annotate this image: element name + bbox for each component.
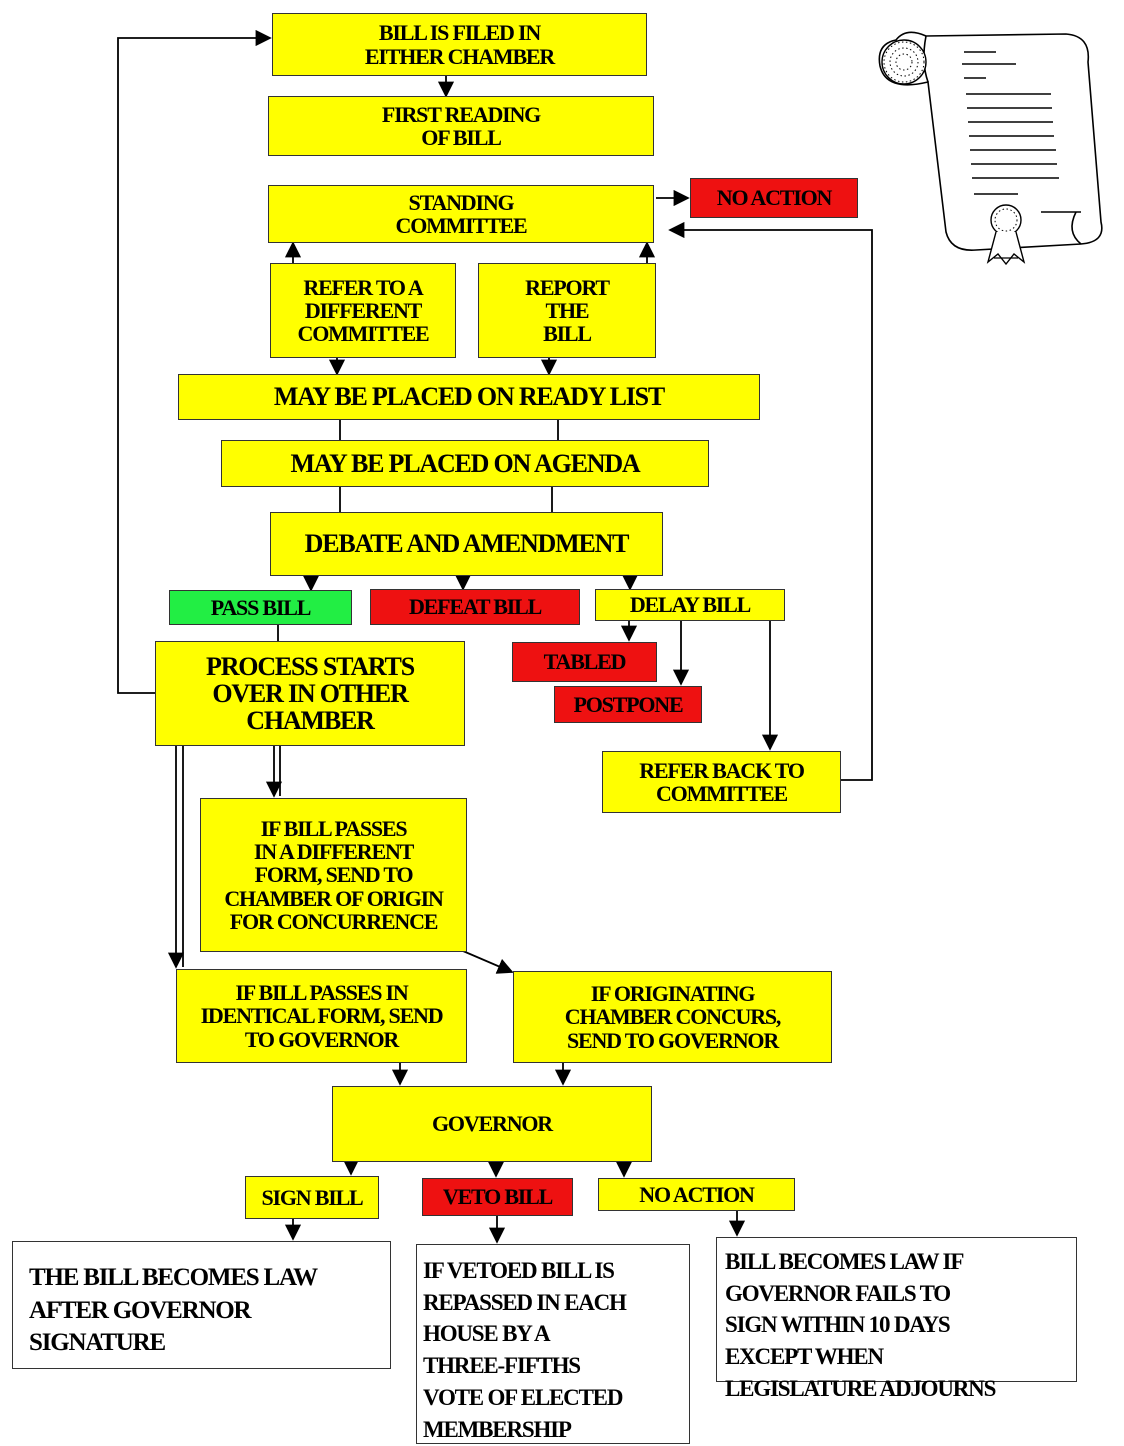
standing-committee-box: STANDING COMMITTEE xyxy=(268,185,654,243)
agenda-box: MAY BE PLACED ON AGENDA xyxy=(221,440,709,487)
no-action-governor-box: NO ACTION xyxy=(598,1178,795,1211)
veto-repassed-box: IF VETOED BILL IS REPASSED IN EACH HOUSE… xyxy=(416,1244,690,1444)
sign-bill-box: SIGN BILL xyxy=(245,1176,379,1219)
refer-different-committee-box: REFER TO A DIFFERENT COMMITTEE xyxy=(270,263,456,358)
different-form-box: IF BILL PASSES IN A DIFFERENT FORM, SEND… xyxy=(200,798,467,952)
debate-amendment-box: DEBATE AND AMENDMENT xyxy=(270,512,663,576)
becomes-law-box: THE BILL BECOMES LAW AFTER GOVERNOR SIGN… xyxy=(12,1241,391,1369)
identical-form-box: IF BILL PASSES IN IDENTICAL FORM, SEND T… xyxy=(176,969,467,1063)
refer-back-committee-box: REFER BACK TO COMMITTEE xyxy=(602,751,841,813)
law-if-governor-fails-box: BILL BECOMES LAW IF GOVERNOR FAILS TO SI… xyxy=(716,1237,1077,1401)
governor-box: GOVERNOR xyxy=(332,1086,652,1162)
originating-concurs-box: IF ORIGINATING CHAMBER CONCURS, SEND TO … xyxy=(513,971,832,1063)
scroll-document-icon xyxy=(878,31,1103,266)
pass-bill-box: PASS BILL xyxy=(169,590,352,625)
tabled-box: TABLED xyxy=(512,642,657,682)
first-reading-box: FIRST READING OF BILL xyxy=(268,96,654,156)
process-starts-over-box: PROCESS STARTS OVER IN OTHER CHAMBER xyxy=(155,641,465,746)
defeat-bill-box: DEFEAT BILL xyxy=(370,589,580,625)
report-bill-box: REPORT THE BILL xyxy=(478,263,656,358)
veto-bill-box: VETO BILL xyxy=(422,1178,573,1216)
ready-list-box: MAY BE PLACED ON READY LIST xyxy=(178,374,760,420)
delay-bill-box: DELAY BILL xyxy=(595,589,785,621)
bill-filed-box: BILL IS FILED IN EITHER CHAMBER xyxy=(272,13,647,76)
no-action-committee-box: NO ACTION xyxy=(690,178,858,218)
postpone-box: POSTPONE xyxy=(554,686,702,723)
